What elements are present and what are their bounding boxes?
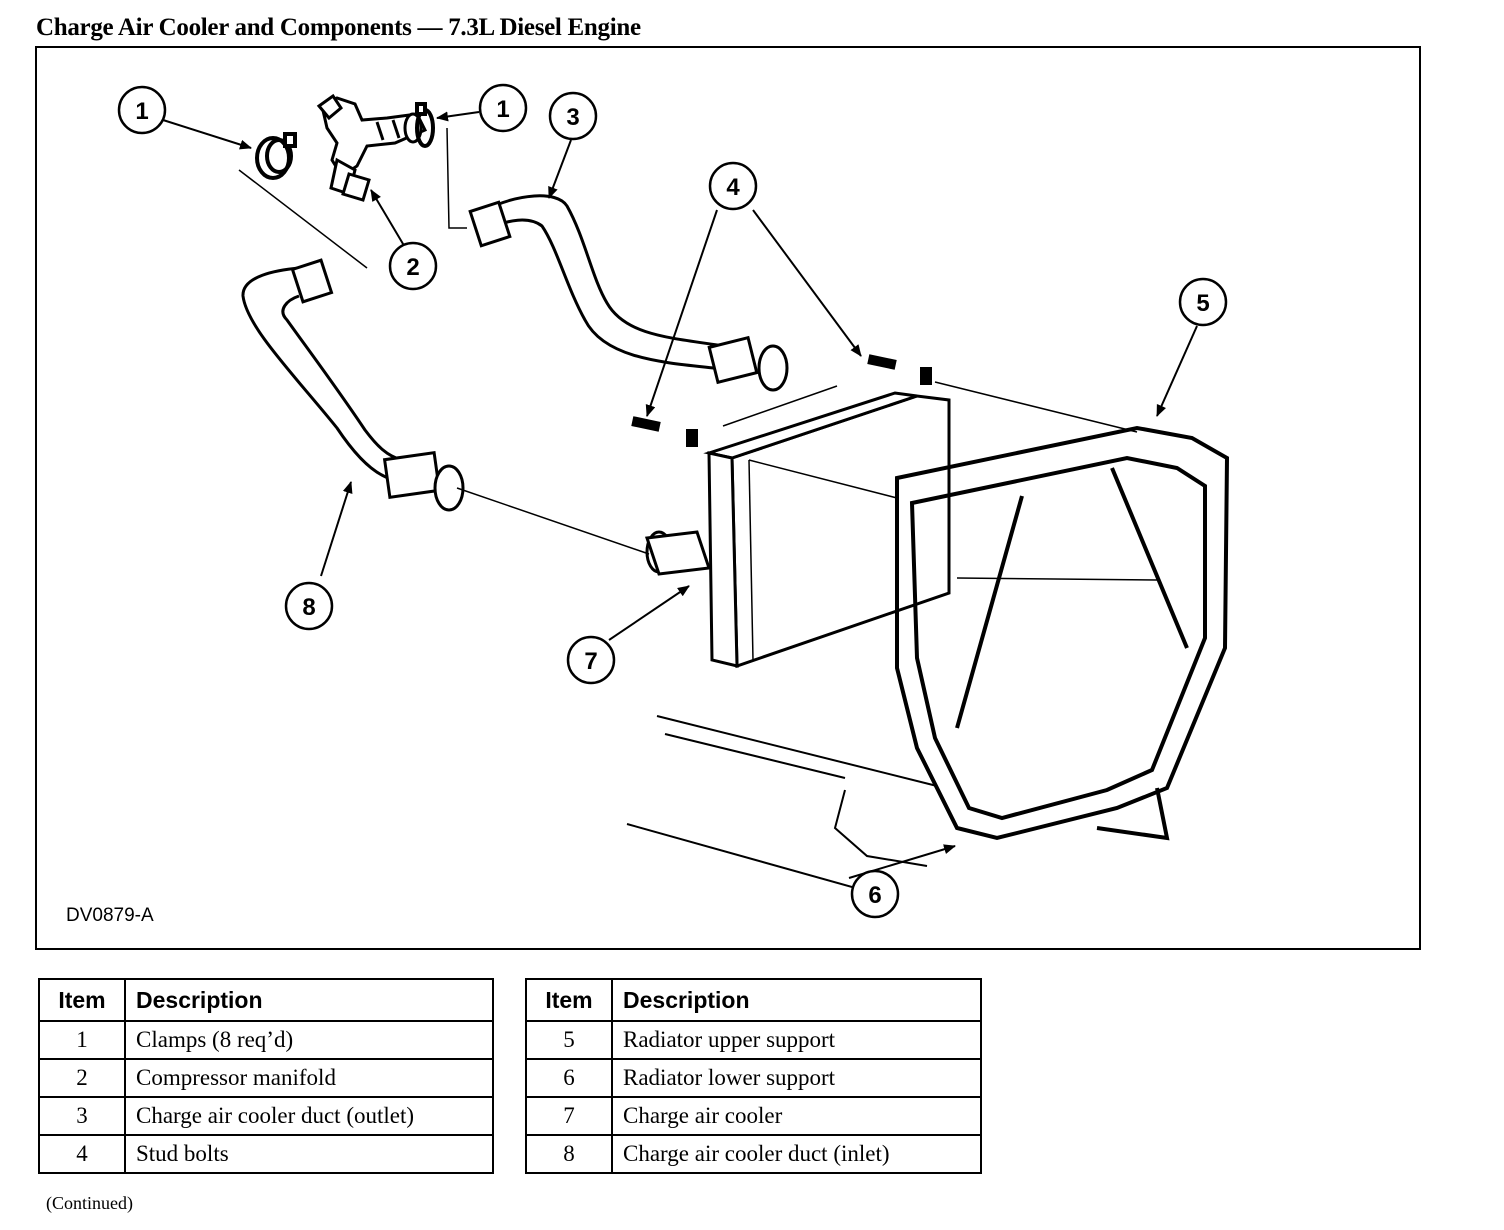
callout-6: 6 — [850, 869, 900, 919]
page-title: Charge Air Cooler and Components — 7.3L … — [36, 14, 641, 41]
item-description: Charge air cooler — [611, 1096, 982, 1136]
continued-note: (Continued) — [46, 1193, 133, 1213]
callout-8: 8 — [284, 581, 334, 631]
item-description: Compressor manifold — [124, 1058, 494, 1098]
item-number: 1 — [38, 1020, 126, 1060]
callout-7: 7 — [566, 635, 616, 685]
table-row: 1 Clamps (8 req’d) — [38, 1020, 494, 1060]
callout-4: 4 — [708, 161, 758, 211]
callout-label: 3 — [566, 104, 579, 131]
table-row: 5 Radiator upper support — [525, 1020, 982, 1060]
callout-label: 2 — [406, 254, 419, 281]
legend-header-row: Item Description — [525, 978, 982, 1022]
legend-header-row: Item Description — [38, 978, 494, 1022]
radiator-support — [895, 425, 1230, 841]
callout-3: 3 — [548, 91, 598, 141]
item-number: 2 — [38, 1058, 126, 1098]
callout-label: 6 — [868, 882, 881, 909]
item-number: 7 — [525, 1096, 613, 1136]
compressor-manifold — [316, 93, 428, 202]
header-item: Item — [38, 978, 126, 1022]
outlet-duct — [468, 194, 789, 392]
callout-label: 7 — [584, 648, 597, 675]
callout-label: 5 — [1196, 290, 1209, 317]
item-number: 6 — [525, 1058, 613, 1098]
legend-table-right: Item Description 5 Radiator upper suppor… — [525, 978, 982, 1174]
inlet-duct — [241, 258, 465, 512]
item-number: 4 — [38, 1134, 126, 1174]
callout-5: 5 — [1178, 277, 1228, 327]
callouts: 1 1 2 3 4 5 6 — [117, 83, 1228, 919]
table-row: 7 Charge air cooler — [525, 1096, 982, 1136]
header-item: Item — [525, 978, 613, 1022]
item-number: 5 — [525, 1020, 613, 1060]
item-description: Charge air cooler duct (outlet) — [124, 1096, 494, 1136]
diagram-illustration: 1 1 2 3 4 5 6 — [117, 83, 1230, 919]
item-description: Radiator lower support — [611, 1058, 982, 1098]
item-description: Clamps (8 req’d) — [124, 1020, 494, 1060]
item-description: Charge air cooler duct (inlet) — [611, 1134, 982, 1174]
item-number: 3 — [38, 1096, 126, 1136]
table-row: 8 Charge air cooler duct (inlet) — [525, 1134, 982, 1174]
frame-rails — [626, 715, 938, 895]
item-description: Radiator upper support — [611, 1020, 982, 1060]
leader-lines — [238, 127, 1158, 581]
diagram-frame: 1 1 2 3 4 5 6 — [35, 46, 1421, 950]
table-row: 4 Stud bolts — [38, 1134, 494, 1174]
item-number: 8 — [525, 1134, 613, 1174]
stud-bolts — [631, 354, 932, 447]
callout-arrows — [162, 111, 1198, 879]
clamp-left — [255, 132, 297, 180]
table-row: 6 Radiator lower support — [525, 1058, 982, 1098]
legend-table-left: Item Description 1 Clamps (8 req’d) 2 Co… — [38, 978, 494, 1174]
figure-code: DV0879-A — [66, 905, 154, 926]
header-description: Description — [611, 978, 982, 1022]
callout-1-right: 1 — [478, 83, 528, 133]
callout-2: 2 — [388, 241, 438, 291]
callout-label: 1 — [135, 98, 148, 125]
clamp-right — [415, 102, 435, 148]
table-row: 2 Compressor manifold — [38, 1058, 494, 1098]
callout-1-left: 1 — [117, 85, 167, 135]
charge-air-cooler — [644, 391, 951, 669]
item-description: Stud bolts — [124, 1134, 494, 1174]
callout-label: 8 — [302, 594, 315, 621]
callout-label: 1 — [496, 96, 509, 123]
table-row: 3 Charge air cooler duct (outlet) — [38, 1096, 494, 1136]
callout-label: 4 — [726, 174, 740, 201]
header-description: Description — [124, 978, 494, 1022]
